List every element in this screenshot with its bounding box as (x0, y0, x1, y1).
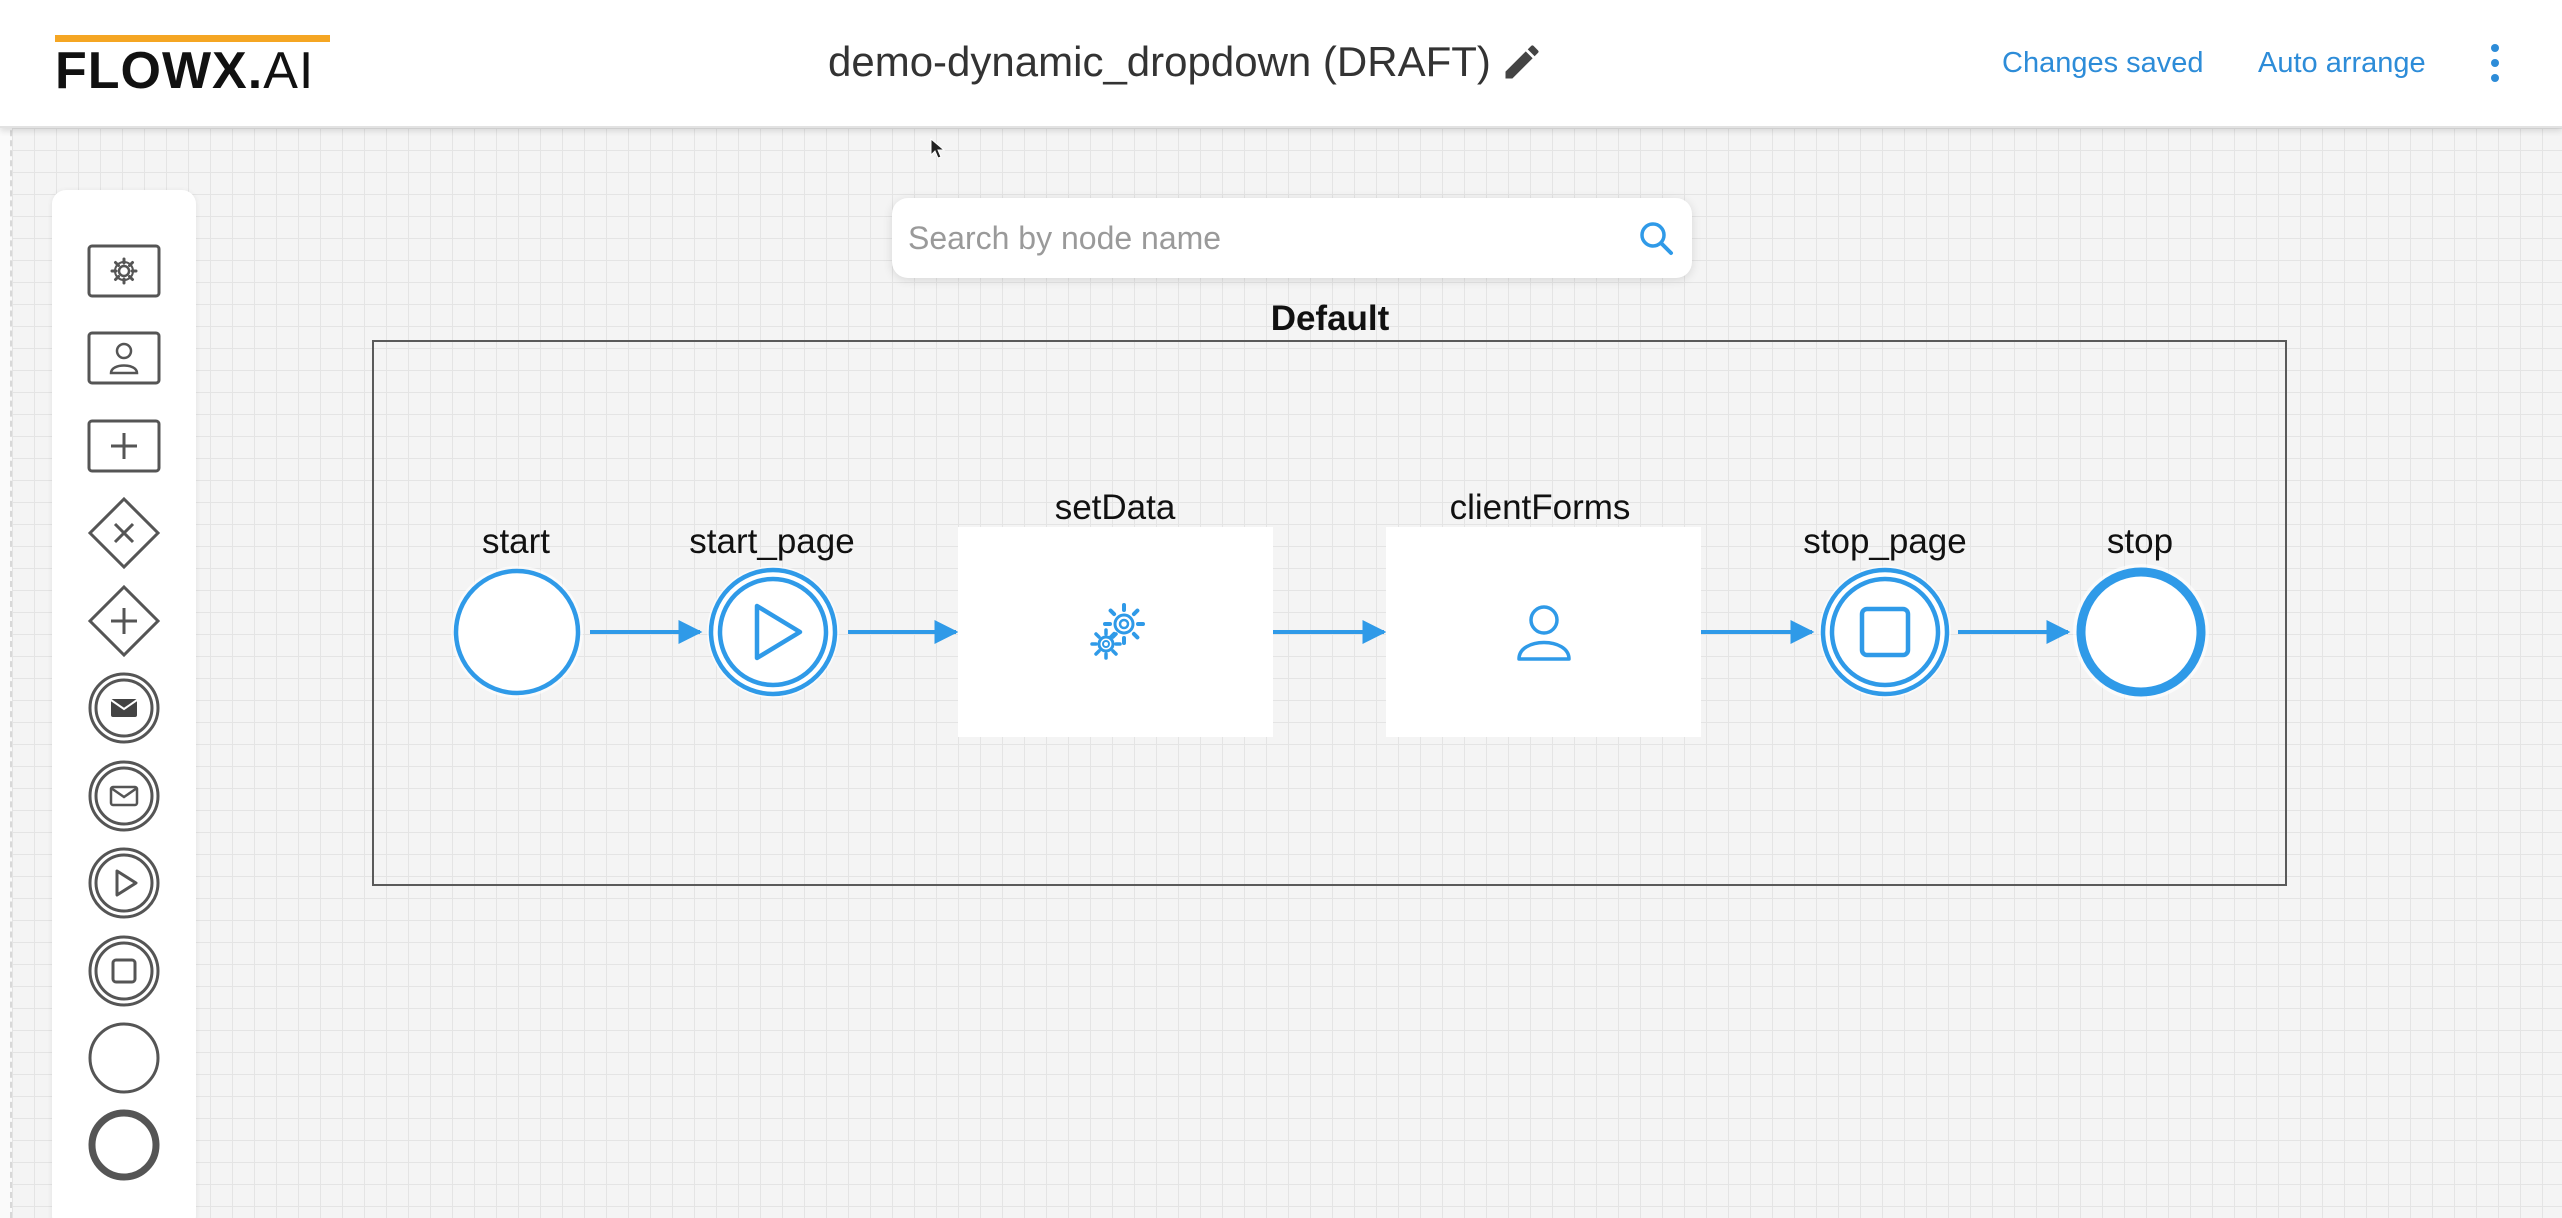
pencil-icon[interactable] (1500, 40, 1544, 84)
node-label-start-page: start_page (689, 522, 855, 561)
node-clientforms[interactable] (1386, 527, 1701, 737)
kebab-menu-icon[interactable] (2482, 40, 2508, 86)
node-stop[interactable] (2073, 564, 2209, 700)
stop-icon (1859, 606, 1911, 658)
node-label-clientforms: clientForms (1449, 488, 1631, 527)
envelope-filled-icon (88, 672, 160, 744)
palette-end-milestone[interactable] (87, 934, 161, 1008)
envelope-outline-icon (88, 760, 160, 832)
node-search-bar (892, 198, 1692, 278)
node-label-start: start (481, 522, 551, 561)
node-label-setdata: setData (1054, 488, 1176, 527)
gateway-plus-icon (87, 584, 161, 658)
node-stop-page[interactable] (1819, 566, 1951, 698)
flowx-logo: FLOWX.AI (55, 35, 330, 99)
logo-text: FLOWX.AI (55, 43, 314, 99)
gear-icon (87, 244, 161, 298)
node-start-page[interactable] (707, 566, 839, 698)
logo-text-thin: AI (263, 42, 315, 100)
play-icon (754, 603, 803, 661)
palette-start-milestone[interactable] (87, 846, 161, 920)
user-icon (87, 331, 161, 385)
logo-accent-bar (55, 35, 330, 42)
mouse-cursor-icon (930, 138, 946, 159)
thick-circle-icon (88, 1109, 160, 1181)
play-icon (88, 847, 160, 919)
plus-icon (87, 419, 161, 473)
palette-exclusive-gateway[interactable] (87, 496, 161, 570)
search-icon[interactable] (1636, 218, 1676, 258)
swimlane-default[interactable] (372, 340, 2287, 886)
palette-start-event[interactable] (87, 1021, 161, 1095)
node-label-stop-page: stop_page (1803, 522, 1967, 561)
palette-task[interactable] (87, 410, 161, 484)
palette-end-event[interactable] (87, 1108, 161, 1182)
user-icon (1517, 605, 1571, 661)
gateway-x-icon (87, 496, 161, 570)
logo-text-bold: FLOWX. (55, 42, 264, 100)
search-input[interactable] (908, 212, 1608, 264)
palette-user-task[interactable] (87, 322, 161, 396)
process-title: demo-dynamic_dropdown (DRAFT) (828, 38, 1491, 85)
changes-saved-status[interactable]: Changes saved (2002, 47, 2204, 79)
palette-service-task[interactable] (87, 235, 161, 309)
auto-arrange-button[interactable]: Auto arrange (2258, 47, 2426, 79)
palette-message-throw[interactable] (87, 671, 161, 745)
node-palette (52, 190, 196, 1218)
top-bar: FLOWX.AI demo-dynamic_dropdown (DRAFT) C… (0, 0, 2562, 128)
palette-parallel-gateway[interactable] (87, 584, 161, 658)
node-label-stop: stop (2106, 522, 2174, 561)
gears-icon (1090, 603, 1145, 660)
left-edge (0, 0, 12, 1218)
node-setdata[interactable] (958, 527, 1273, 737)
swimlane-title: Default (1270, 299, 1390, 338)
node-start[interactable] (451, 566, 583, 698)
circle-icon (88, 1022, 160, 1094)
stop-icon (88, 935, 160, 1007)
palette-message-catch[interactable] (87, 759, 161, 833)
